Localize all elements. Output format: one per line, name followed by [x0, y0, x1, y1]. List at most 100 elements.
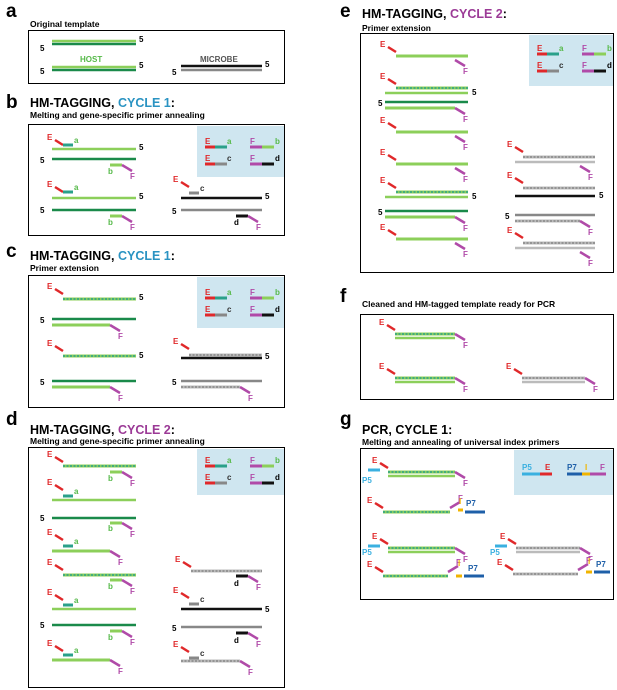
- f-primer-label: F: [256, 223, 261, 232]
- f-primer-label: F: [586, 556, 591, 565]
- f-primer: [584, 376, 596, 386]
- f-primer-label: F: [463, 250, 468, 259]
- p7-label: P7: [596, 560, 606, 569]
- panel-d-legend-a-label: a: [227, 456, 232, 465]
- e-primer-label: E: [173, 337, 179, 346]
- e-primer: [54, 533, 64, 542]
- e-primer-label: E: [367, 496, 373, 505]
- e-primer-label: E: [500, 532, 506, 541]
- e-primer: [387, 45, 397, 54]
- five-prime-label: 5: [265, 60, 270, 69]
- panel-b-legend-f-label: F: [250, 137, 255, 146]
- index-label: I: [588, 557, 590, 566]
- e-primer-label: E: [380, 223, 386, 232]
- f-primer-label: F: [593, 385, 598, 394]
- e-primer-label: E: [47, 478, 53, 487]
- f-primer-label: F: [130, 479, 135, 488]
- f-primer: [109, 658, 121, 668]
- panel-d-title: HM-TAGGING, CYCLE 2:: [30, 424, 175, 437]
- panel-e-legend-b-label: b: [607, 44, 612, 53]
- e-primer-label: E: [47, 588, 53, 597]
- f-primer-label: F: [118, 332, 123, 341]
- panel-c-cycle: CYCLE 1: [117, 249, 171, 263]
- f-primer: [454, 546, 466, 556]
- panel-c-label: c: [6, 241, 17, 262]
- e-primer-label: E: [47, 180, 53, 189]
- e-primer: [54, 483, 64, 492]
- e-primer-label: E: [47, 282, 53, 291]
- f-primer: [577, 562, 589, 572]
- five-prime-label: 5: [265, 352, 270, 361]
- panel-d-legend: [197, 449, 284, 495]
- f-primer-label: F: [463, 67, 468, 76]
- f-primer-label: F: [130, 223, 135, 232]
- panel-b-cycle: CYCLE 1: [117, 96, 171, 110]
- a-label: a: [74, 136, 79, 145]
- e-primer: [387, 77, 397, 86]
- f-primer-label: F: [130, 530, 135, 539]
- e-primer: [180, 180, 190, 189]
- panel-g-subtitle: Melting and annealing of universal index…: [362, 437, 560, 447]
- panel-e-subtitle: Primer extension: [362, 23, 431, 33]
- five-prime-label: 5: [40, 316, 45, 325]
- panel-d-legend-f-label: F: [250, 456, 255, 465]
- panel-d-legend-b-label: b: [275, 456, 280, 465]
- f-primer-label: F: [463, 115, 468, 124]
- five-prime-label: 5: [139, 35, 144, 44]
- f-primer-label: F: [588, 173, 593, 182]
- panel-b-title-suffix: :: [170, 96, 175, 110]
- f-primer: [454, 134, 466, 144]
- e-primer: [180, 591, 190, 600]
- e-primer: [180, 342, 190, 351]
- panel-e-legend-e-label: E: [537, 44, 543, 53]
- e-primer: [54, 344, 64, 353]
- c-label: c: [200, 595, 205, 604]
- f-primer: [109, 385, 121, 395]
- index-label: I: [585, 463, 587, 472]
- p7-label: P7: [468, 564, 478, 573]
- five-prime-label: 5: [139, 61, 144, 70]
- panel-d-legend-e-label: E: [205, 473, 211, 482]
- e-primer-label: E: [173, 640, 179, 649]
- e-primer: [514, 231, 524, 240]
- e-primer: [504, 563, 514, 572]
- f-primer-label: F: [248, 394, 253, 403]
- e-primer: [180, 645, 190, 654]
- e-primer: [386, 367, 396, 376]
- e-primer: [387, 228, 397, 237]
- e-primer-label: E: [175, 555, 181, 564]
- e-primer-label: E: [380, 148, 386, 157]
- e-primer-label: E: [367, 560, 373, 569]
- f-primer: [247, 214, 259, 224]
- five-prime-label: 5: [265, 192, 270, 201]
- panel-b-label: b: [6, 92, 18, 113]
- f-primer: [454, 58, 466, 68]
- p5-label: P5: [362, 548, 372, 557]
- f-primer-label: F: [463, 479, 468, 488]
- e-primer-label: E: [47, 558, 53, 567]
- f-primer-label: F: [256, 640, 261, 649]
- f-primer-label: F: [118, 394, 123, 403]
- e-primer-label: E: [372, 532, 378, 541]
- b-label: b: [108, 167, 113, 176]
- f-primer: [121, 214, 133, 224]
- e-primer: [374, 565, 384, 574]
- panel-e-legend-e-label: E: [537, 61, 543, 70]
- five-prime-label: 5: [139, 143, 144, 152]
- five-prime-label: 5: [139, 351, 144, 360]
- panel-e-cycle: CYCLE 2: [449, 7, 503, 21]
- e-primer: [507, 537, 517, 546]
- f-primer: [579, 219, 591, 229]
- p5-label: P5: [522, 463, 532, 472]
- panel-c-legend-d-label: d: [275, 305, 280, 314]
- e-primer: [54, 455, 64, 464]
- panel-b-title-prefix: HM-TAGGING,: [30, 96, 118, 110]
- e-primer-label: E: [380, 40, 386, 49]
- e-primer-label: E: [507, 171, 513, 180]
- e-primer: [514, 176, 524, 185]
- c-label: c: [200, 184, 205, 193]
- panel-d-cycle: CYCLE 2: [117, 423, 171, 437]
- five-prime-label: 5: [139, 192, 144, 201]
- f-primer: [579, 546, 591, 556]
